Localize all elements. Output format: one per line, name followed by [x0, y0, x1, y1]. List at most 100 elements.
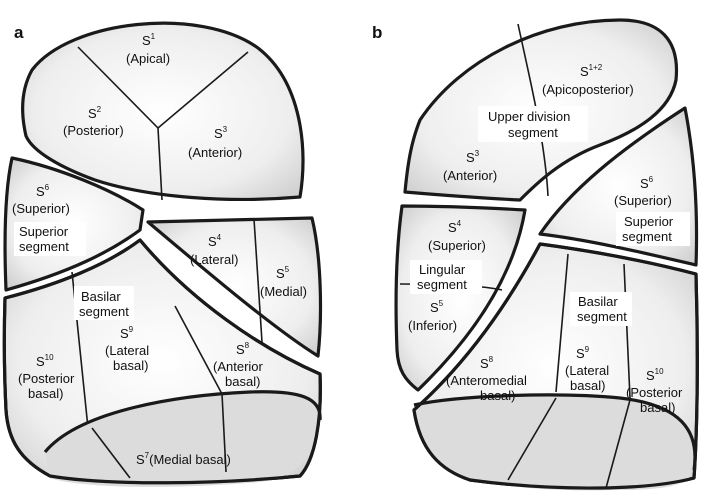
svg-text:S3: S3 — [466, 149, 480, 165]
svg-text:(Anterior: (Anterior — [213, 359, 264, 374]
svg-text:(Posterior: (Posterior — [626, 385, 683, 400]
a-label-s1: S1 (Apical) — [126, 32, 170, 66]
svg-text:(Lateral: (Lateral — [565, 363, 609, 378]
svg-text:basal): basal) — [640, 400, 675, 415]
svg-text:S4: S4 — [448, 219, 462, 235]
b-s9-s10-border — [623, 263, 631, 399]
a-label-s7: S7(Medial basal) — [136, 451, 231, 467]
svg-text:S10: S10 — [646, 367, 664, 383]
b-box-basilar-segment: Basilar segment — [570, 292, 632, 326]
b-label-s3: S3 (Anterior) — [443, 149, 497, 183]
a-label-s8: S8 (Anterior basal) — [213, 341, 264, 389]
b-ellipse-div-left — [507, 397, 557, 481]
panel-b: b S1+2 (Apicoposterior) Upper division s… — [372, 18, 699, 491]
a-label-s4: S4 (Lateral) — [190, 233, 238, 267]
a-label-s2: S2 (Posterior) — [63, 105, 124, 138]
b-s8-s9-border — [555, 253, 569, 393]
svg-text:S8: S8 — [236, 341, 250, 357]
svg-text:segment: segment — [577, 309, 627, 324]
svg-text:(Superior): (Superior) — [614, 193, 672, 208]
b-label-s4: S4 (Superior) — [428, 219, 486, 253]
b-label-s10: S10 (Posterior basal) — [626, 367, 683, 415]
svg-text:segment: segment — [417, 277, 467, 292]
b-box-lingular-segment: Lingular segment — [410, 260, 482, 294]
svg-text:S6: S6 — [640, 175, 654, 191]
svg-text:segment: segment — [622, 229, 672, 244]
a-s7-upper-border — [43, 390, 322, 454]
a-label-s6: S6 (Superior) — [12, 183, 70, 216]
b-label-s8: S8 (Anteromedial basal) — [446, 355, 527, 403]
svg-text:basal): basal) — [28, 386, 63, 401]
svg-text:(Anteromedial: (Anteromedial — [446, 373, 527, 388]
svg-text:(Lateral): (Lateral) — [190, 252, 238, 267]
svg-text:Basilar: Basilar — [81, 289, 121, 304]
a-s7-right-div — [221, 393, 227, 473]
svg-text:segment: segment — [19, 239, 69, 254]
svg-text:Basilar: Basilar — [578, 294, 618, 309]
svg-text:S8: S8 — [480, 355, 494, 371]
a-label-s5: S5 (Medial) — [260, 265, 307, 299]
b-box-upper-division: Upper division segment — [478, 106, 588, 142]
svg-text:(Medial): (Medial) — [260, 284, 307, 299]
svg-text:basal): basal) — [113, 358, 148, 373]
svg-text:S3: S3 — [214, 125, 228, 141]
a-s1-s2-border — [77, 46, 159, 129]
svg-text:segment: segment — [508, 125, 558, 140]
a-label-s10: S10 (Posterior basal) — [18, 353, 75, 401]
svg-text:basal): basal) — [225, 374, 260, 389]
a-s1-s3-border — [157, 51, 249, 129]
a-s9-s8-border — [174, 305, 223, 395]
svg-text:S7(Medial basal): S7(Medial basal) — [136, 451, 231, 467]
a-s2-s3-border — [157, 127, 163, 201]
a-box-superior-segment: Superior segment — [14, 222, 86, 256]
svg-text:Superior: Superior — [624, 214, 674, 229]
b-label-s12: S1+2 (Apicoposterior) — [542, 63, 634, 97]
panel-a-letter: a — [14, 23, 24, 42]
svg-text:S4: S4 — [208, 233, 222, 249]
svg-text:(Anterior): (Anterior) — [443, 168, 497, 183]
svg-text:S1+2: S1+2 — [580, 63, 603, 79]
b-label-s9: S9 (Lateral basal) — [565, 345, 609, 393]
b-basal-outline — [412, 242, 699, 490]
b-ellipse-div-right — [605, 399, 631, 489]
svg-text:(Posterior): (Posterior) — [63, 123, 124, 138]
a-box-basilar-segment: Basilar segment — [74, 286, 134, 320]
a-s7-fill — [45, 391, 321, 487]
b-label-s6: S6 (Superior) — [614, 175, 672, 208]
svg-text:S9: S9 — [576, 345, 590, 361]
a-middle-region — [146, 216, 323, 358]
svg-text:S2: S2 — [88, 105, 102, 121]
a-s4-s5-border — [253, 218, 263, 343]
svg-text:S1: S1 — [142, 32, 156, 48]
a-basal-outline — [2, 238, 322, 485]
svg-text:(Posterior: (Posterior — [18, 371, 75, 386]
svg-text:S10: S10 — [36, 353, 54, 369]
svg-text:Superior: Superior — [19, 224, 69, 239]
svg-text:basal): basal) — [480, 388, 515, 403]
a-s7-left-div — [91, 427, 131, 479]
b-box-superior-segment: Superior segment — [616, 212, 690, 246]
svg-text:S5: S5 — [430, 299, 444, 315]
svg-text:(Superior): (Superior) — [12, 201, 70, 216]
svg-text:(Inferior): (Inferior) — [408, 318, 457, 333]
svg-text:(Superior): (Superior) — [428, 238, 486, 253]
svg-text:S5: S5 — [276, 265, 290, 281]
svg-text:(Apical): (Apical) — [126, 51, 170, 66]
svg-text:segment: segment — [79, 304, 129, 319]
svg-text:S9: S9 — [120, 325, 134, 341]
svg-text:Lingular: Lingular — [419, 262, 466, 277]
a-label-s9: S9 (Lateral basal) — [105, 325, 149, 373]
a-upper-lobe — [21, 21, 305, 202]
b-label-s5: S5 (Inferior) — [408, 299, 457, 333]
svg-text:(Lateral: (Lateral — [105, 343, 149, 358]
b-lingular-lobe — [394, 204, 527, 392]
svg-text:S6: S6 — [36, 183, 50, 199]
svg-text:(Anterior): (Anterior) — [188, 145, 242, 160]
a-label-s3: S3 (Anterior) — [188, 125, 242, 160]
panel-b-letter: b — [372, 23, 382, 42]
panel-a: a S1 (Apical) S2 (Posterior) S3 — [2, 21, 323, 487]
svg-text:Upper division: Upper division — [488, 109, 570, 124]
svg-text:(Apicoposterior): (Apicoposterior) — [542, 82, 634, 97]
svg-text:basal): basal) — [570, 378, 605, 393]
